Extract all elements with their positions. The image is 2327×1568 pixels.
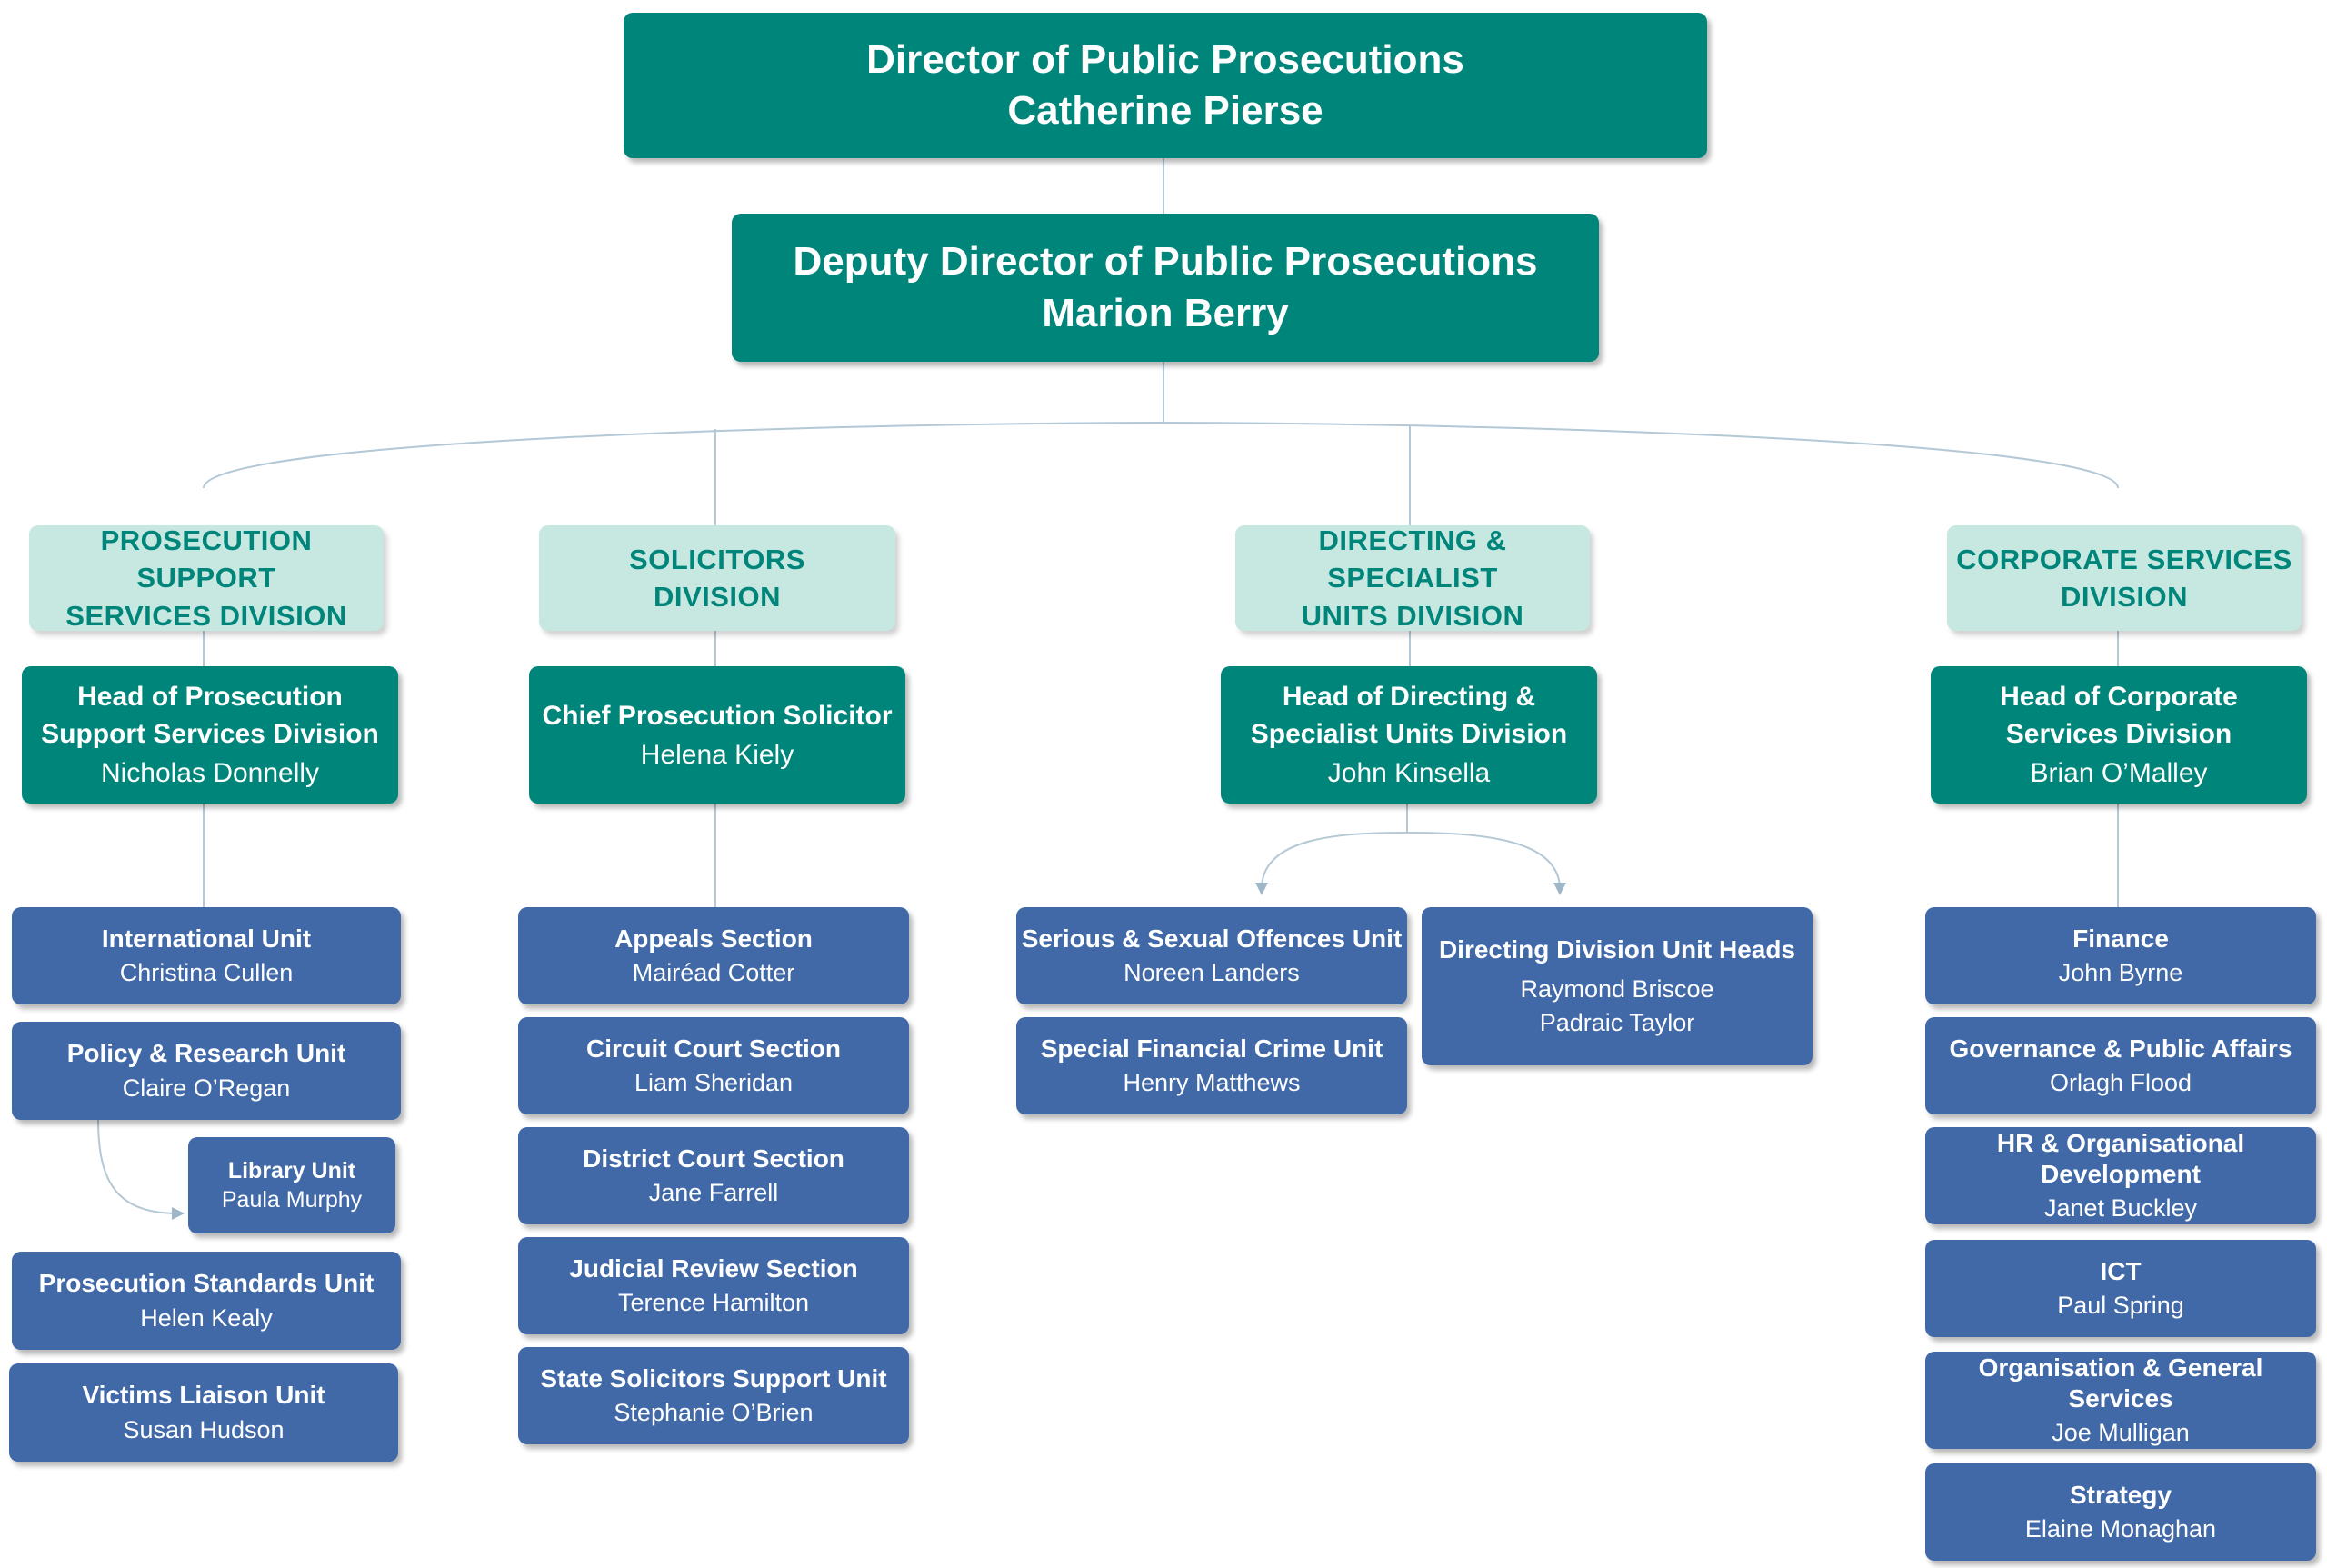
unit-name: Susan Hudson [123, 1415, 285, 1443]
unit-title: Policy & Research Unit [66, 1039, 346, 1068]
unit-international: International Unit Christina Cullen [12, 907, 401, 1004]
unit-title: Special Financial Crime Unit [1040, 1034, 1383, 1063]
unit-name: Helen Kealy [140, 1303, 273, 1332]
deputy-name: Marion Berry [1042, 290, 1289, 335]
unit-name: Raymond Briscoe [1520, 975, 1714, 1004]
unit-name: Paula Murphy [221, 1187, 363, 1213]
unit-name: Stephanie O’Brien [614, 1399, 814, 1427]
division-label-corporate: CORPORATE SERVICES DIVISION [1947, 525, 2302, 631]
head-title-line: Head of Directing & [1282, 682, 1536, 713]
unit-title: Library Unit [227, 1157, 356, 1183]
head-name: Nicholas Donnelly [100, 758, 320, 788]
head-title-line: Head of Prosecution [77, 682, 343, 713]
unit-hr-organisational-development: HR & Organisational Development Janet Bu… [1925, 1127, 2316, 1224]
unit-title: Directing Division Unit Heads [1438, 934, 1796, 964]
unit-name: Jane Farrell [648, 1179, 779, 1207]
head-directing: Head of Directing & Specialist Units Div… [1221, 666, 1597, 804]
unit-name: Mairéad Cotter [632, 959, 795, 987]
unit-district-court: District Court Section Jane Farrell [518, 1127, 909, 1224]
unit-name: Paul Spring [2057, 1292, 2184, 1320]
unit-title: Strategy [2069, 1480, 2172, 1509]
head-title-line: Specialist Units Division [1250, 719, 1568, 750]
unit-title: Appeals Section [614, 924, 813, 953]
unit-directing-division-unit-heads: Directing Division Unit Heads Raymond Br… [1422, 907, 1813, 1065]
division-label-line: SERVICES DIVISION [65, 599, 347, 632]
unit-circuit-court: Circuit Court Section Liam Sheridan [518, 1017, 909, 1114]
division-label-prosecution-support: PROSECUTION SUPPORT SERVICES DIVISION [29, 524, 384, 632]
unit-serious-sexual-offences: Serious & Sexual Offences Unit Noreen La… [1016, 907, 1407, 1004]
division-label-line: CORPORATE SERVICES [1956, 543, 2292, 575]
unit-name: Noreen Landers [1124, 959, 1300, 987]
head-name: Helena Kiely [640, 739, 794, 770]
unit-name: Janet Buckley [2043, 1194, 2198, 1223]
head-corporate: Head of Corporate Services Division Bria… [1931, 666, 2307, 804]
unit-name: Joe Mulligan [2052, 1419, 2190, 1447]
unit-organisation-general-services: Organisation & General Services Joe Mull… [1925, 1352, 2316, 1449]
unit-title: Victims Liaison Unit [82, 1381, 325, 1410]
unit-title: Judicial Review Section [569, 1253, 858, 1283]
unit-title: Governance & Public Affairs [1949, 1034, 2292, 1063]
unit-name: Liam Sheridan [634, 1069, 794, 1097]
head-title-line: Support Services Division [41, 719, 379, 750]
director-box: Director of Public Prosecutions Catherin… [624, 13, 1707, 158]
deputy-director-box: Deputy Director of Public Prosecutions M… [732, 214, 1599, 362]
unit-library: Library Unit Paula Murphy [188, 1137, 395, 1233]
unit-title: Finance [2072, 924, 2169, 953]
unit-title: HR & Organisational Development [1996, 1128, 2245, 1189]
unit-name: Claire O’Regan [122, 1074, 291, 1102]
unit-strategy: Strategy Elaine Monaghan [1925, 1463, 2316, 1561]
division-label-line: DIVISION [653, 581, 782, 613]
division-label-line: DIRECTING & SPECIALIST [1318, 524, 1507, 594]
unit-victims-liaison: Victims Liaison Unit Susan Hudson [9, 1363, 398, 1462]
library-unit-arrow [97, 1119, 185, 1220]
division-label-solicitors: SOLICITORS DIVISION [539, 525, 895, 631]
deputy-title: Deputy Director of Public Prosecutions [793, 239, 1538, 285]
unit-title: Serious & Sexual Offences Unit [1021, 924, 1403, 953]
unit-title: ICT [2100, 1256, 2142, 1285]
unit-name: Terence Hamilton [617, 1289, 810, 1317]
dir-split-right-arrow [1406, 832, 1566, 895]
unit-title: District Court Section [583, 1144, 844, 1173]
unit-title: State Solicitors Support Unit [540, 1363, 887, 1393]
unit-title: Prosecution Standards Unit [38, 1269, 375, 1298]
unit-name: Henry Matthews [1123, 1069, 1301, 1097]
unit-special-financial-crime: Special Financial Crime Unit Henry Matth… [1016, 1017, 1407, 1114]
head-title-line: Head of Corporate [2000, 682, 2238, 713]
head-prosecution-support: Head of Prosecution Support Services Div… [22, 666, 398, 804]
unit-title: International Unit [101, 924, 312, 953]
unit-finance: Finance John Byrne [1925, 907, 2316, 1004]
head-title-line: Services Division [2005, 719, 2232, 750]
division-label-line: DIVISION [2060, 581, 2189, 613]
unit-policy-research: Policy & Research Unit Claire O’Regan [12, 1022, 401, 1120]
head-title-line: Chief Prosecution Solicitor [542, 700, 893, 731]
unit-name: Christina Cullen [119, 959, 294, 987]
dir-split-left-arrow [1255, 832, 1408, 895]
unit-name: Padraic Taylor [1539, 1009, 1695, 1037]
director-title: Director of Public Prosecutions [866, 36, 1464, 82]
unit-title: Organisation & General Services [1978, 1353, 2263, 1413]
division-label-line: PROSECUTION SUPPORT [100, 524, 313, 594]
unit-state-solicitors-support: State Solicitors Support Unit Stephanie … [518, 1347, 909, 1444]
division-label-line: UNITS DIVISION [1301, 599, 1524, 632]
unit-ict: ICT Paul Spring [1925, 1240, 2316, 1337]
unit-name: Elaine Monaghan [2024, 1515, 2217, 1543]
division-bus-line [203, 421, 2119, 489]
head-name: Brian O’Malley [2030, 758, 2208, 788]
unit-governance-public-affairs: Governance & Public Affairs Orlagh Flood [1925, 1017, 2316, 1114]
unit-judicial-review: Judicial Review Section Terence Hamilton [518, 1237, 909, 1334]
unit-title: Circuit Court Section [585, 1034, 841, 1063]
unit-appeals: Appeals Section Mairéad Cotter [518, 907, 909, 1004]
unit-name: Orlagh Flood [2049, 1069, 2192, 1097]
unit-name: John Byrne [2058, 959, 2183, 987]
head-name: John Kinsella [1327, 758, 1491, 788]
unit-prosecution-standards: Prosecution Standards Unit Helen Kealy [12, 1252, 401, 1350]
head-solicitors: Chief Prosecution Solicitor Helena Kiely [529, 666, 905, 804]
division-label-line: SOLICITORS [629, 543, 805, 575]
director-name: Catherine Pierse [1007, 88, 1323, 133]
division-label-directing: DIRECTING & SPECIALIST UNITS DIVISION [1235, 524, 1590, 632]
